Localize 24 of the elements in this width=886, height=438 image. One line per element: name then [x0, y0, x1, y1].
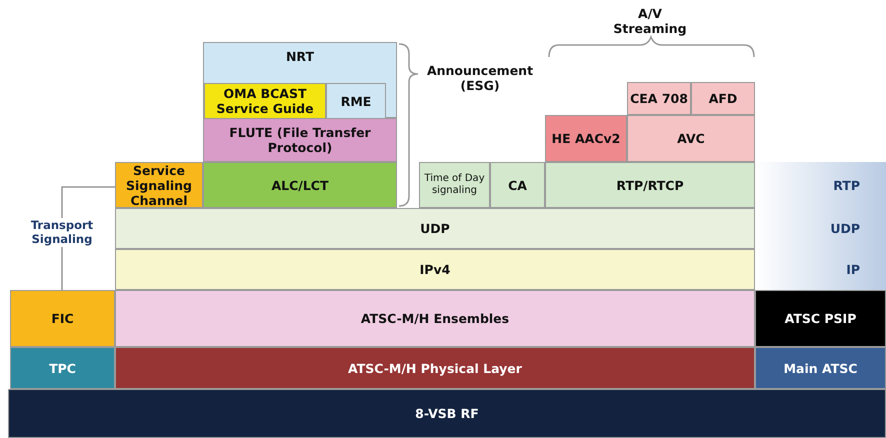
protocol-layer-box: ATSC PSIP [755, 290, 886, 347]
protocol-layer-box: OMA BCAST Service Guide [204, 83, 326, 119]
group-annotation: A/V Streaming [612, 6, 688, 36]
protocol-layer-box: RTP/RTCP [545, 162, 755, 208]
protocol-layer-box: TPC [10, 347, 115, 389]
protocol-layer-box: FIC [10, 290, 115, 347]
protocol-layer-box: HE AACv2 [545, 115, 627, 162]
protocol-layer-box: Main ATSC [755, 347, 886, 389]
protocol-layer-box: AFD [691, 82, 755, 115]
protocol-layer-box: ATSC-M/H Physical Layer [115, 347, 755, 389]
protocol-layer-box: CA [490, 162, 545, 208]
protocol-layer-box: CEA 708 [627, 82, 691, 115]
protocol-layer-box: ALC/LCT [203, 162, 397, 208]
protocol-layer-box: AVC [627, 115, 755, 162]
protocol-layer-box: NRT OMA BCAST Service Guide RME [203, 42, 397, 118]
protocol-layer-box: RME [326, 83, 386, 119]
protocol-layer-box: 8-VSB RF [8, 389, 886, 438]
protocol-layer-box: ATSC-M/H Ensembles [115, 290, 755, 347]
protocol-layer-box: UDP [115, 208, 755, 249]
group-annotation: Announcement (ESG) [426, 63, 534, 93]
protocol-layer-box: Time of Day signaling [419, 162, 490, 208]
protocol-layer-box: IPv4 [115, 249, 755, 290]
protocol-layer-box: Service Signaling Channel [115, 162, 203, 208]
protocol-layer-box: FLUTE (File Transfer Protocol) [203, 118, 397, 162]
